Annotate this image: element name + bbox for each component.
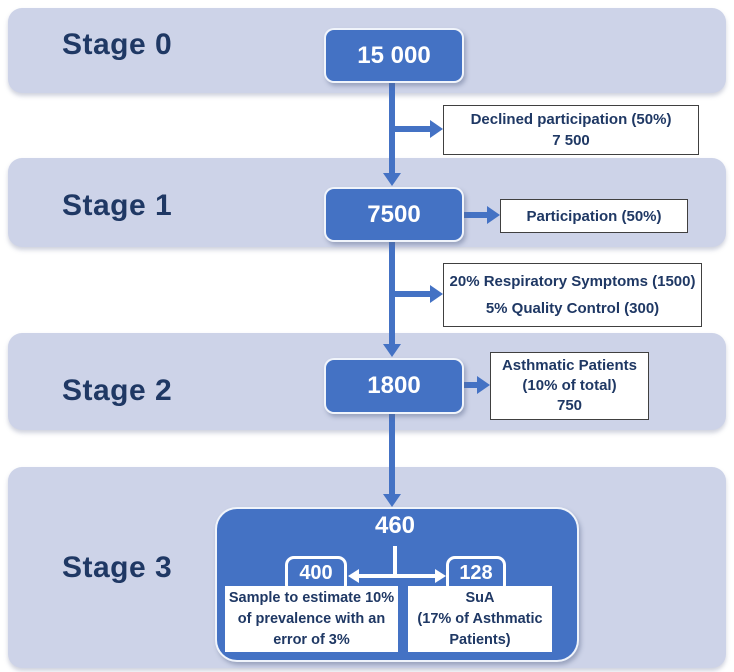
- stage1-count-box: 7500: [324, 187, 464, 242]
- stage2-count-box: 1800: [324, 358, 464, 414]
- arrowhead-right-icon: [487, 206, 500, 224]
- sample-desc-line-1: Sample to estimate 10%: [228, 589, 395, 606]
- sua-desc-line-3: Patients): [449, 631, 511, 648]
- stage-0-label: Stage 0: [62, 28, 173, 61]
- sua-desc-line-1: SuA: [465, 589, 495, 606]
- sample-desc-line-2: of prevalence with an: [237, 610, 386, 627]
- sample-description-box: Sample to estimate 10% of prevalence wit…: [225, 586, 398, 652]
- declined-participation-box: Declined participation (50%) 7 500: [443, 105, 699, 155]
- stage0-count-box: 15 000: [324, 28, 464, 83]
- stage-3-label: Stage 3: [62, 551, 173, 584]
- sua-desc-line-2: (17% of Asthmatic: [417, 610, 543, 627]
- arrowhead-right-icon: [430, 120, 443, 138]
- stage-1-label: Stage 1: [62, 189, 173, 222]
- split-horizontal-line: [359, 574, 435, 578]
- declined-line-2: 7 500: [552, 132, 590, 149]
- asthmatic-line-3: 750: [556, 397, 583, 414]
- sua-count: 128: [459, 562, 493, 584]
- stage-2-label: Stage 2: [62, 374, 173, 407]
- sample-count: 400: [299, 562, 333, 584]
- split-vertical-line: [393, 546, 397, 574]
- arrow-line: [460, 382, 478, 388]
- arrowhead-right-icon: [477, 376, 490, 394]
- arrowhead-down-icon: [383, 173, 401, 186]
- arrow-line: [392, 291, 431, 297]
- stage1-count: 7500: [367, 200, 421, 228]
- symptoms-line-1: 20% Respiratory Symptoms (1500): [449, 273, 696, 291]
- respiratory-symptoms-box: 20% Respiratory Symptoms (1500) 5% Quali…: [443, 263, 702, 327]
- stage3-count: 460: [374, 512, 416, 539]
- arrowhead-right-white-icon: [435, 569, 446, 583]
- asthmatic-line-2: (10% of total): [522, 377, 617, 394]
- arrowhead-left-white-icon: [348, 569, 359, 583]
- sua-description-box: SuA (17% of Asthmatic Patients): [408, 586, 552, 652]
- arrowhead-down-icon: [383, 494, 401, 507]
- symptoms-line-2: 5% Quality Control (300): [485, 299, 660, 317]
- stage0-count: 15 000: [357, 41, 431, 69]
- sample-desc-line-3: error of 3%: [273, 631, 350, 648]
- asthmatic-line-1: Asthmatic Patients: [501, 357, 638, 374]
- stage2-count: 1800: [367, 372, 421, 399]
- arrowhead-down-icon: [383, 344, 401, 357]
- participation-box: Participation (50%): [500, 199, 688, 233]
- arrow-line: [460, 212, 488, 218]
- arrowhead-right-icon: [430, 285, 443, 303]
- declined-line-1: Declined participation (50%): [470, 111, 672, 128]
- participation-line: Participation (50%): [526, 207, 662, 225]
- arrow-line: [389, 410, 395, 495]
- arrow-line: [392, 126, 431, 132]
- asthmatic-patients-box: Asthmatic Patients (10% of total) 750: [490, 352, 649, 420]
